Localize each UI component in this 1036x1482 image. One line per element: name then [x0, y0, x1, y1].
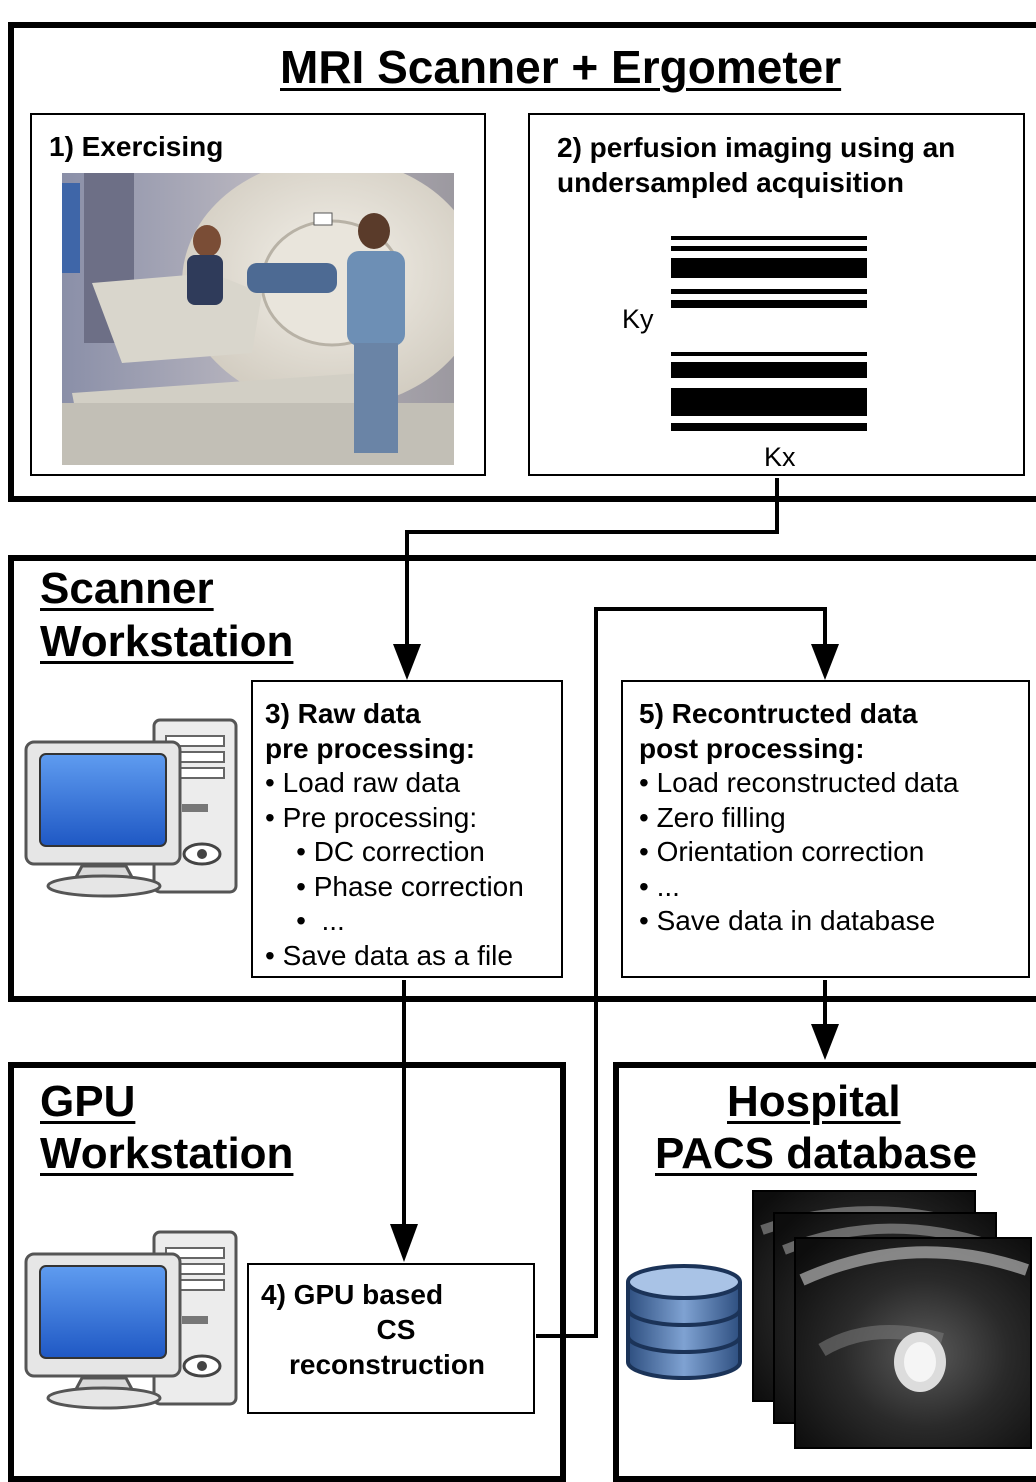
reconstructed-data-heading-line1: 5) Recontructed data [639, 698, 918, 729]
mri-image-stack [752, 1190, 1032, 1449]
raw-data-step: • Save data as a file [265, 939, 513, 971]
reconstructed-data-step: • Orientation correction [639, 836, 925, 868]
gpu-workstation-title-line1: GPU [40, 1077, 136, 1126]
perfusion-box: 2) perfusion imaging using an undersampl… [528, 113, 1025, 476]
exercising-photo [62, 173, 454, 465]
kx-axis-label: Kx [764, 442, 796, 472]
raw-data-heading-line1: 3) Raw data [265, 698, 421, 729]
raw-data-step: • Phase correction [265, 870, 524, 902]
database-icon [626, 1264, 742, 1380]
mri-scanner-title: MRI Scanner + Ergometer [280, 41, 842, 93]
kspace-line [671, 352, 867, 356]
kspace-line [671, 362, 867, 378]
gpu-cs-label-line3: reconstruction [289, 1349, 486, 1380]
scanner-workstation-title-line1: Scanner [40, 564, 214, 613]
perfusion-label-line1: 2) perfusion imaging using an [557, 132, 956, 163]
exercising-label: 1) Exercising [49, 131, 224, 162]
reconstructed-data-box: 5) Recontructed data post processing: • … [621, 680, 1030, 978]
reconstructed-data-step: • Load reconstructed data [639, 767, 959, 798]
pacs-title-line2: PACS database [655, 1129, 977, 1178]
computer-icon [24, 718, 238, 898]
raw-data-step: • Load raw data [265, 767, 461, 798]
raw-data-step: • ... [265, 905, 345, 937]
gpu-cs-box: 4) GPU based CS reconstruction [247, 1263, 535, 1414]
kspace-line [671, 236, 867, 240]
gpu-cs-label-line1: 4) GPU based [261, 1279, 444, 1310]
kspace-line [671, 258, 867, 278]
raw-data-box: 3) Raw data pre processing: • Load raw d… [251, 680, 563, 978]
gpu-cs-label-line2: CS [376, 1314, 416, 1345]
reconstructed-data-steps: • Load reconstructed data • Zero filling… [639, 766, 959, 939]
arrowhead [811, 1024, 839, 1060]
gpu-workstation-title-line2: Workstation [40, 1129, 294, 1178]
raw-data-heading-line2: pre processing: [265, 733, 476, 764]
reconstructed-data-step: • Save data in database [639, 905, 936, 937]
kspace-line [671, 246, 867, 251]
perfusion-label-line2: undersampled acquisition [557, 167, 904, 198]
raw-data-steps: • Load raw data • Pre processing: • DC c… [265, 766, 524, 974]
kspace-line [671, 388, 867, 416]
raw-data-step: • Pre processing: [265, 801, 478, 833]
reconstructed-data-heading-line2: post processing: [639, 733, 865, 764]
raw-data-step: • DC correction [265, 836, 485, 868]
kspace-line [671, 423, 867, 431]
ky-axis-label: Ky [622, 304, 654, 334]
computer-icon [24, 1230, 238, 1410]
kspace-line [671, 289, 867, 294]
scanner-workstation-title-line2: Workstation [40, 617, 294, 666]
pacs-title-line1: Hospital [727, 1077, 901, 1126]
kspace-line [671, 300, 867, 308]
reconstructed-data-step: • Zero filling [639, 801, 786, 833]
exercising-box: 1) Exercising [30, 113, 486, 476]
reconstructed-data-step: • ... [639, 870, 680, 902]
